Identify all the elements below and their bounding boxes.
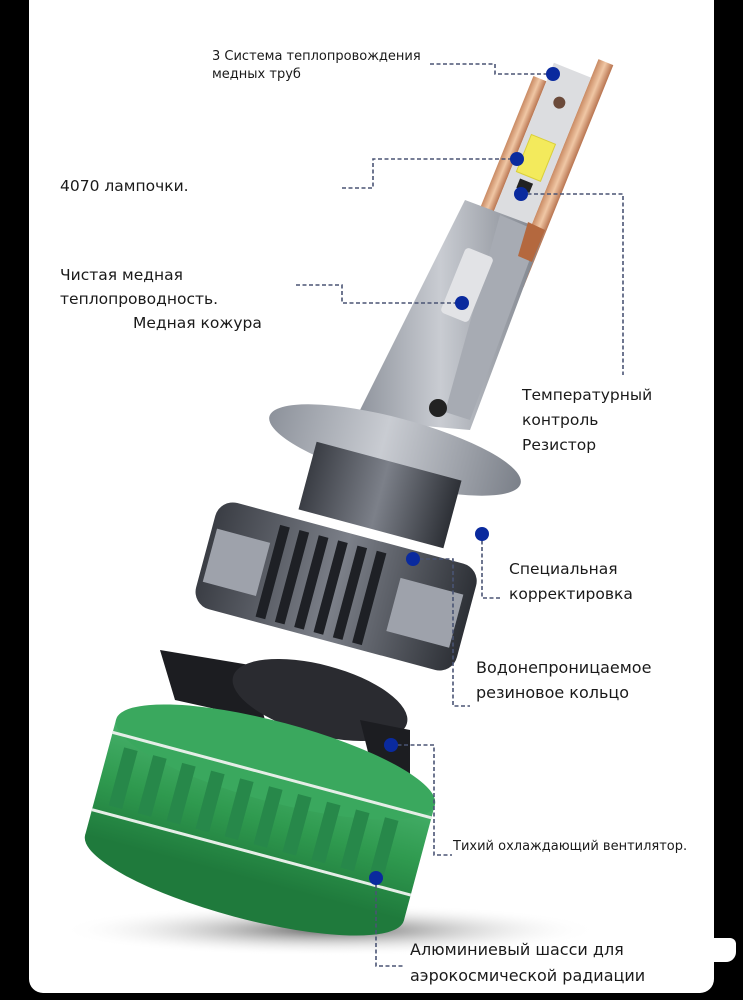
leader-aluminum-chassis xyxy=(375,878,405,967)
leader-special-adjust xyxy=(481,534,500,599)
marker-led-chips xyxy=(510,152,524,166)
callout-line: 4070 лампочки. xyxy=(60,177,189,195)
leader-cooling-fan xyxy=(391,744,452,856)
marker-copper-pipes xyxy=(546,67,560,81)
marker-aluminum-chassis xyxy=(369,871,383,885)
callout-line: резиновое кольцо xyxy=(476,683,630,702)
callout-special-adjust: Специальная корректировка xyxy=(509,557,633,607)
callout-line: медных труб xyxy=(212,66,301,82)
marker-special-adjust xyxy=(475,527,489,541)
leader-led-chips xyxy=(342,158,517,189)
callout-line: Тихий охлаждающий вентилятор. xyxy=(453,839,688,854)
marker-rubber-ring xyxy=(406,552,420,566)
callout-line: 3 Система теплопровождения xyxy=(212,49,421,64)
callout-line: теплопроводность. xyxy=(60,290,219,308)
callout-copper-pipes: 3 Система теплопровождения медных труб xyxy=(212,48,421,83)
callout-line: контроль xyxy=(522,411,599,429)
callout-line: Водонепроницаемое xyxy=(476,658,652,677)
callout-line: аэрокосмической радиации xyxy=(410,966,646,985)
callout-line: Медная кожура xyxy=(133,314,262,332)
marker-cooling-fan xyxy=(384,738,398,752)
callout-line: корректировка xyxy=(509,585,633,603)
bulb-neck xyxy=(298,441,462,549)
callout-line: Чистая медная xyxy=(60,266,183,284)
callout-copper-shell: Чистая медная теплопроводность. Медная к… xyxy=(60,263,262,335)
green-chassis xyxy=(84,704,436,936)
marker-dots xyxy=(369,67,560,885)
callout-temp-resistor: Температурный контроль Резистор xyxy=(522,383,652,458)
callout-line: Температурный xyxy=(522,386,653,404)
callout-line: Специальная xyxy=(509,560,618,578)
leader-lines xyxy=(296,63,624,967)
leader-copper-pipes xyxy=(430,63,553,75)
edge-notch xyxy=(712,938,736,962)
marker-temp-resistor xyxy=(514,187,528,201)
callout-cooling-fan: Тихий охлаждающий вентилятор. xyxy=(453,838,687,856)
heatsink-housing xyxy=(195,502,477,671)
marker-copper-shell xyxy=(455,296,469,310)
leader-copper-shell xyxy=(296,284,462,304)
callout-led-chips: 4070 лампочки. xyxy=(60,176,189,197)
callout-aluminum-chassis: Алюминиевый шасси для аэрокосмической ра… xyxy=(410,937,645,989)
leader-rubber-ring xyxy=(413,558,470,707)
mounting-flange xyxy=(269,404,521,496)
callout-line: Алюминиевый шасси для xyxy=(410,940,624,959)
leader-temp-resistor xyxy=(521,193,624,375)
callout-rubber-ring: Водонепроницаемое резиновое кольцо xyxy=(476,655,651,705)
aluminum-body xyxy=(355,200,545,430)
callout-line: Резистор xyxy=(522,436,597,454)
